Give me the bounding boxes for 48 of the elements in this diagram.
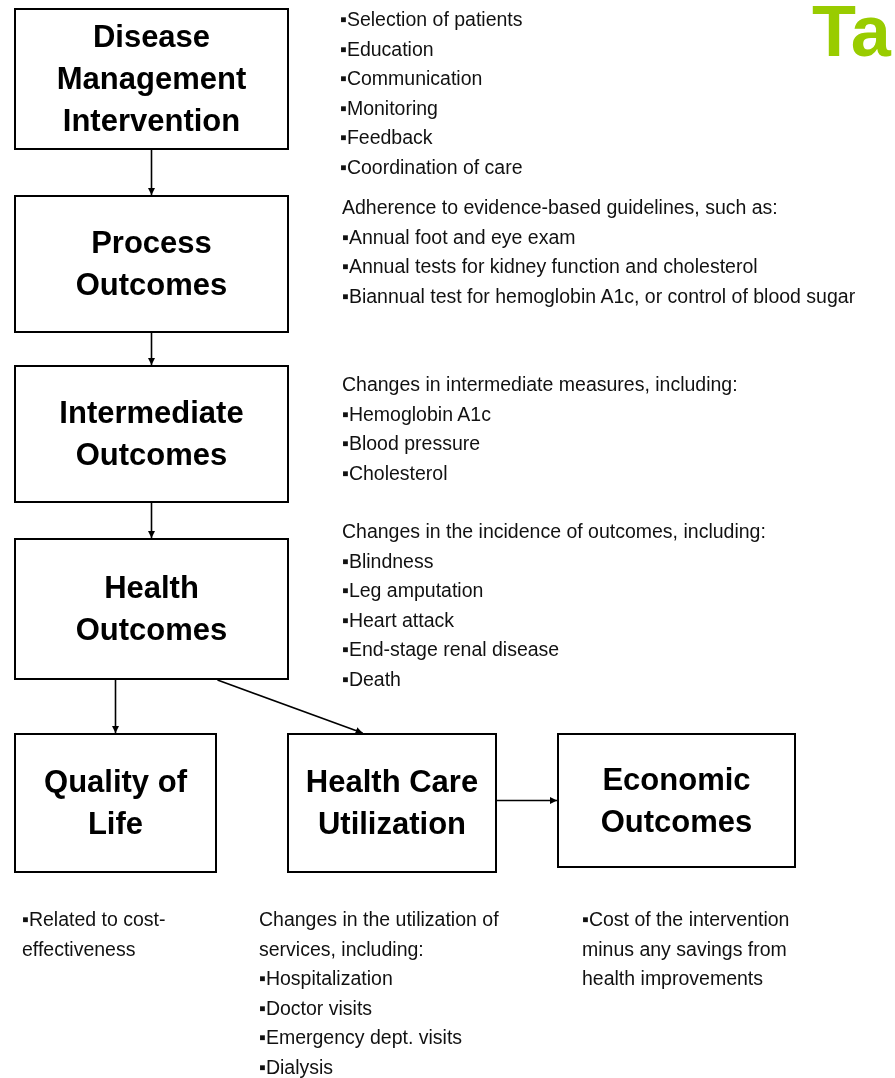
note-text: Adherence to evidence-based guidelines, such as: bbox=[342, 195, 779, 220]
box-label: Health Care Utilization bbox=[304, 763, 480, 843]
note-text: ▪Dialysis bbox=[259, 1054, 335, 1078]
note-text: ▪Education bbox=[340, 36, 435, 62]
note-text: ▪Hospitalization bbox=[259, 966, 394, 991]
note-text: ▪Blood pressure bbox=[342, 431, 482, 456]
note-text: ▪Cholesterol bbox=[342, 460, 449, 486]
process-box bbox=[14, 733, 217, 873]
box-label: Disease Management Intervention bbox=[55, 18, 248, 140]
note-text: ▪Annual tests for kidney function and cholesterol bbox=[342, 254, 759, 279]
process-box bbox=[14, 365, 289, 503]
note-text: ▪Death bbox=[342, 666, 402, 692]
arrow bbox=[216, 679, 364, 734]
title-text: Ta bbox=[812, 0, 891, 73]
note-text: ▪End-stage renal disease bbox=[342, 637, 561, 662]
arrow bbox=[148, 502, 155, 539]
note-text: ▪Heart attack bbox=[342, 607, 456, 633]
note-text: ▪Annual foot and eye exam bbox=[342, 224, 577, 250]
arrow bbox=[148, 332, 155, 366]
arrow bbox=[496, 797, 558, 804]
note-text: ▪Doctor visits bbox=[259, 995, 374, 1021]
box-label: Quality of Life bbox=[43, 763, 188, 843]
process-box bbox=[287, 733, 497, 873]
note-text: ▪Related to cost-effectiveness bbox=[22, 907, 167, 962]
note-text: ▪Selection of patients bbox=[340, 7, 524, 32]
note-text: ▪Emergency dept. visits bbox=[259, 1025, 464, 1050]
note-text: ▪Monitoring bbox=[340, 95, 439, 121]
note-text: ▪Cost of the intervention minus any savings from health improvements bbox=[582, 907, 791, 991]
note-text: ▪Communication bbox=[340, 66, 484, 91]
box-label: Process Outcomes bbox=[74, 224, 229, 304]
process-box bbox=[557, 733, 796, 868]
note-text: Changes in the incidence of outcomes, including: bbox=[342, 519, 767, 544]
box-label: Economic Outcomes bbox=[599, 760, 754, 841]
note-text: ▪Feedback bbox=[340, 125, 434, 150]
arrow bbox=[148, 149, 155, 196]
note-text: ▪Biannual test for hemoglobin A1c, or control of blood sugar bbox=[342, 283, 857, 309]
box-label: Health Outcomes bbox=[74, 569, 229, 649]
process-box bbox=[14, 538, 289, 680]
note-text: Changes in intermediate measures, including: bbox=[342, 372, 739, 397]
note-text: ▪Leg amputation bbox=[342, 578, 485, 603]
note-text: ▪Coordination of care bbox=[340, 154, 524, 180]
box-label: Intermediate Outcomes bbox=[58, 394, 245, 474]
process-box bbox=[14, 195, 289, 333]
note-text: ▪Hemoglobin A1c bbox=[342, 401, 492, 427]
note-text: Changes in the utilization of services, including: bbox=[259, 907, 500, 962]
arrow bbox=[112, 679, 119, 734]
note-text: ▪Blindness bbox=[342, 548, 435, 574]
process-box bbox=[14, 8, 289, 150]
